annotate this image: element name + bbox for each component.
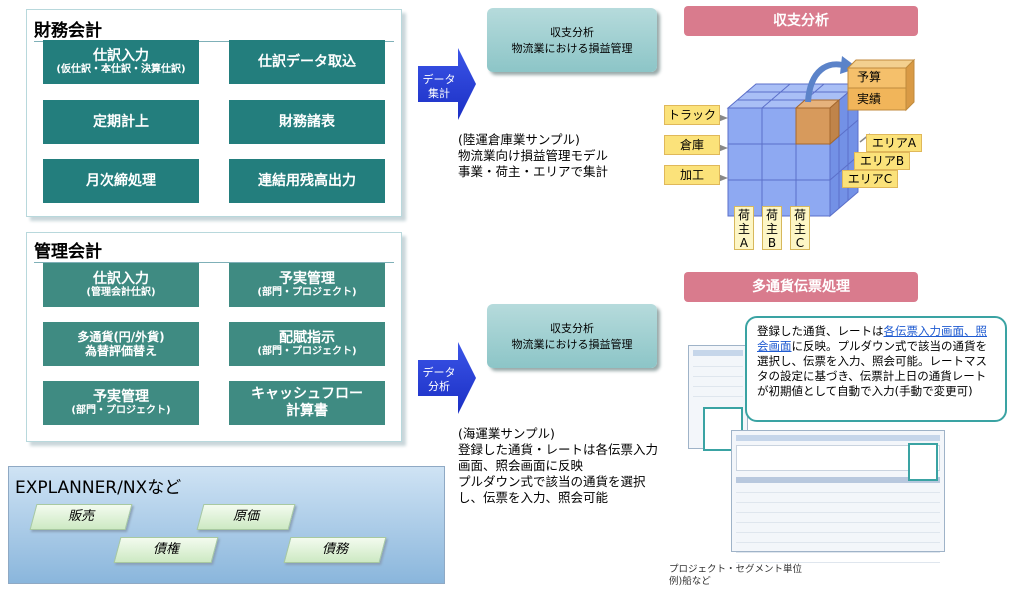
explanner-title: EXPLANNER/NXなど <box>15 478 182 498</box>
tile-label: 連結用残高出力 <box>258 172 356 189</box>
tile-label: 予実管理 <box>93 388 149 405</box>
card-line-1: 収支分析 <box>550 26 594 39</box>
cube-label-shipper-a: 荷 主 A <box>734 206 754 250</box>
bottom-flow-description: (海運業サンプル) 登録した通貨・レートは各伝票入力 画面、照会画面に反映 プル… <box>458 426 659 505</box>
mgmt-tile-budget-actual-2[interactable]: 予実管理 (部門・プロジェクト) <box>43 381 199 425</box>
financial-accounting-title: 財務会計 <box>34 16 394 42</box>
mgmt-tile-multi-currency[interactable]: 多通貨(円/外貨) 為替評価替え <box>43 322 199 366</box>
cube-label-warehouse: 倉庫 <box>664 135 720 155</box>
voucher-screenshot-front <box>731 430 945 563</box>
fin-tile-consolidated-balance[interactable]: 連結用残高出力 <box>229 159 385 203</box>
explanner-tag-sales: 販売 <box>29 504 133 530</box>
tile-label: 仕訳入力 <box>93 47 149 64</box>
arrow-label-analysis: データ 分析 <box>422 366 456 393</box>
cube-label-processing: 加工 <box>664 165 720 185</box>
cube-label-area-a: エリアA <box>866 134 922 152</box>
budget-label: 予算 <box>857 70 882 84</box>
fin-tile-journal-entry[interactable]: 仕訳入力 (仮仕訳・本仕訳・決算仕訳) <box>43 40 199 84</box>
voucher-screenshot-back <box>688 345 748 451</box>
tile-label: 仕訳入力 <box>93 270 149 287</box>
cube-label-area-b: エリアB <box>854 152 910 170</box>
mgmt-tile-budget-actual[interactable]: 予実管理 (部門・プロジェクト) <box>229 263 385 307</box>
card-line-1: 収支分析 <box>550 322 594 335</box>
mgmt-tile-journal-entry[interactable]: 仕訳入力 (管理会計仕訳) <box>43 263 199 307</box>
cube-label-shipper-c: 荷 主 C <box>790 206 810 250</box>
tile-sub: (部門・プロジェクト) <box>257 346 357 358</box>
arrow-label-aggregation: データ 集計 <box>422 73 456 100</box>
tile-label: 月次締処理 <box>86 172 156 189</box>
tile-label: 予実管理 <box>279 270 335 287</box>
tile-label: 仕訳データ取込 <box>258 53 356 70</box>
cube-label-shipper-b: 荷 主 B <box>762 206 782 250</box>
cube-label-area-c: エリアC <box>842 170 898 188</box>
tile-label-2: 為替評価替え <box>84 344 157 358</box>
fin-tile-periodic-posting[interactable]: 定期計上 <box>43 100 199 144</box>
data-analysis-arrow <box>418 342 476 414</box>
cube-label-truck: トラック <box>664 105 720 125</box>
bottom-analysis-card[interactable]: 収支分析 物流業における損益管理 <box>487 304 657 368</box>
currency-callout: 登録した通貨、レートは各伝票入力画面、照会画面に反映。プルダウン式で該当の通貨を… <box>745 316 1007 422</box>
tile-label: 配賦指示 <box>279 329 335 346</box>
tile-label: 財務諸表 <box>279 113 335 130</box>
tile-sub: (管理会計仕訳) <box>86 287 156 299</box>
tile-label-2: 計算書 <box>286 403 328 419</box>
explanner-tag-payable: 債務 <box>283 537 387 563</box>
data-cube-diagram <box>718 56 916 228</box>
fin-tile-financial-statements[interactable]: 財務諸表 <box>229 100 385 144</box>
tile-sub: (仮仕訳・本仕訳・決算仕訳) <box>56 64 186 76</box>
fin-tile-journal-import[interactable]: 仕訳データ取込 <box>229 40 385 84</box>
tile-label: キャッシュフロー <box>251 386 363 403</box>
tile-label: 多通貨(円/外貨) <box>77 329 165 344</box>
top-analysis-card[interactable]: 収支分析 物流業における損益管理 <box>487 8 657 72</box>
explanner-tag-cost: 原価 <box>196 504 296 530</box>
data-aggregation-arrow <box>418 48 476 120</box>
voucher-entry-link[interactable]: 各伝票入力画面、 <box>883 324 976 338</box>
fin-tile-monthly-closing[interactable]: 月次締処理 <box>43 159 199 203</box>
tile-sub: (部門・プロジェクト) <box>71 405 171 417</box>
card-line-2: 物流業における損益管理 <box>511 42 633 55</box>
explanner-tag-receivable: 債権 <box>113 537 219 563</box>
mgmt-tile-allocation[interactable]: 配賦指示 (部門・プロジェクト) <box>229 322 385 366</box>
top-flow-description: (陸運倉庫業サンプル) 物流業向け損益管理モデル 事業・荷主・エリアで集計 <box>458 132 609 179</box>
tile-sub: (部門・プロジェクト) <box>257 287 357 299</box>
multi-currency-title: 多通貨伝票処理 <box>684 272 918 302</box>
management-accounting-title: 管理会計 <box>34 237 394 263</box>
tile-label: 定期計上 <box>93 113 149 130</box>
actual-label: 実績 <box>857 92 882 106</box>
card-line-2: 物流業における損益管理 <box>511 338 633 351</box>
segment-note: プロジェクト・セグメント単位 例)船など <box>669 564 803 587</box>
revenue-analysis-title: 収支分析 <box>684 6 918 36</box>
inquiry-screen-link[interactable]: 照会画面 <box>757 324 987 353</box>
mgmt-tile-cashflow[interactable]: キャッシュフロー 計算書 <box>229 381 385 425</box>
